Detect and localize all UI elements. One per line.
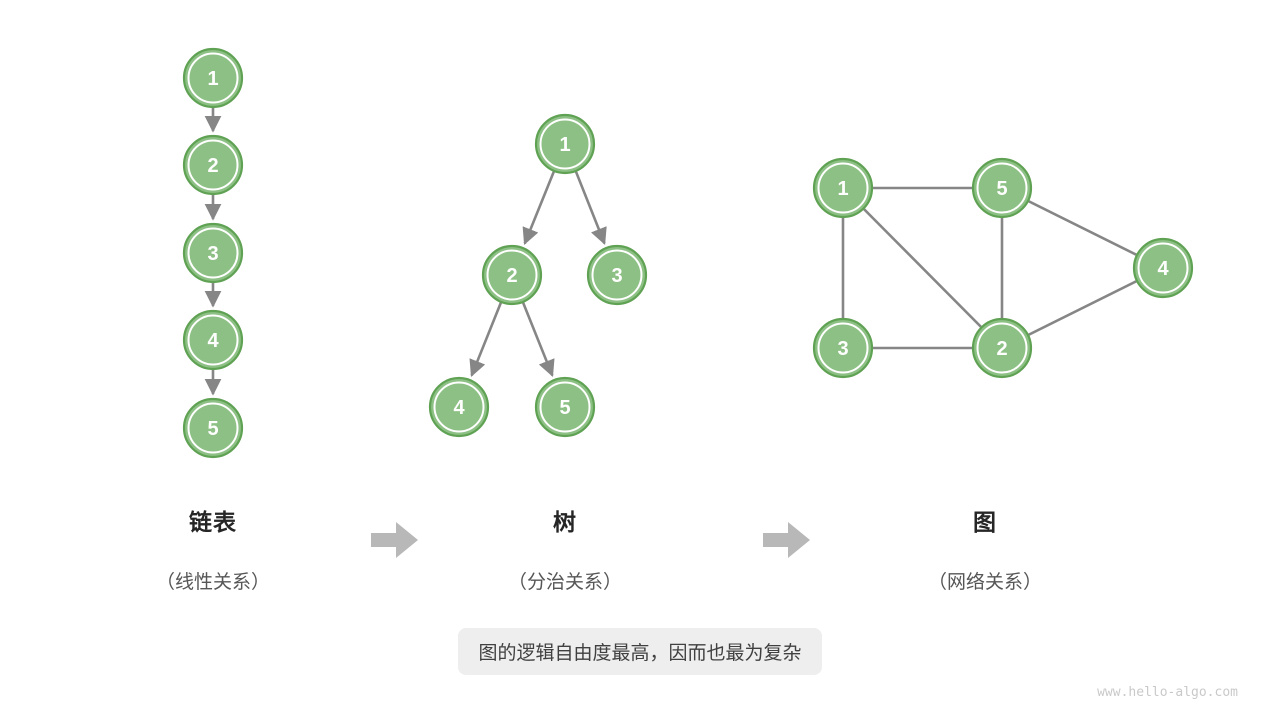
linked-list-node-4: 4 [182,309,244,371]
linked-list-sublabel: （线性关系） [155,572,270,593]
tree-edge-2-4 [469,301,503,378]
graph-node-1: 1 [812,157,874,219]
tree-node-label-5: 5 [559,397,570,419]
watermark: www.hello-algo.com [1097,685,1238,700]
linked-list-node-label-4: 4 [207,330,219,352]
tree-edge-1-2 [522,170,556,246]
tree-node-label-2: 2 [506,265,517,287]
graph-node-label-5: 5 [996,178,1007,200]
graph-edge-1-2 [842,187,1003,349]
linked-list-label: 链表 [189,509,237,535]
graph-sublabel: （网络关系） [927,572,1042,593]
graph-label: 图 [973,509,997,535]
tree-edge-2-5 [521,301,555,378]
graph-label-group: 图 （网络关系） [865,503,1105,594]
graph-diagram: 1 5 4 3 2 [812,157,1194,379]
caption: 图的逻辑自由度最高，因而也最为复杂 [458,628,822,675]
linked-list-node-label-3: 3 [207,243,218,265]
tree-node-5: 5 [534,376,596,438]
graph-node-label-4: 4 [1157,258,1169,280]
tree-diagram: 1 2 3 4 5 [428,113,648,438]
tree-node-1: 1 [534,113,596,175]
linked-list-diagram: 1 2 3 4 5 [182,47,244,459]
tree-node-label-3: 3 [611,265,622,287]
tree-node-4: 4 [428,376,490,438]
linked-list-node-1: 1 [182,47,244,109]
linked-list-node-label-5: 5 [207,418,218,440]
tree-edge-1-3 [574,170,607,245]
graph-node-3: 3 [812,317,874,379]
graph-node-5: 5 [971,157,1033,219]
linked-list-node-2: 2 [182,134,244,196]
tree-node-2: 2 [481,244,543,306]
tree-node-label-1: 1 [559,134,570,156]
graph-node-label-3: 3 [837,338,848,360]
transition-arrow-2 [763,522,810,558]
graph-node-2: 2 [971,317,1033,379]
caption-wrap: 图的逻辑自由度最高，因而也最为复杂 [0,628,1280,675]
graph-node-label-2: 2 [996,338,1007,360]
linked-list-node-label-1: 1 [207,68,218,90]
linked-list-label-group: 链表 （线性关系） [93,503,333,594]
tree-label-group: 树 （分治关系） [445,503,685,594]
linked-list-node-5: 5 [182,397,244,459]
graph-node-4: 4 [1132,237,1194,299]
tree-sublabel: （分治关系） [507,572,622,593]
linked-list-node-label-2: 2 [207,155,218,177]
tree-node-label-4: 4 [453,397,465,419]
graph-node-label-1: 1 [837,178,848,200]
linked-list-node-3: 3 [182,222,244,284]
transition-arrow-1 [371,522,418,558]
tree-label: 树 [553,509,577,535]
tree-node-3: 3 [586,244,648,306]
